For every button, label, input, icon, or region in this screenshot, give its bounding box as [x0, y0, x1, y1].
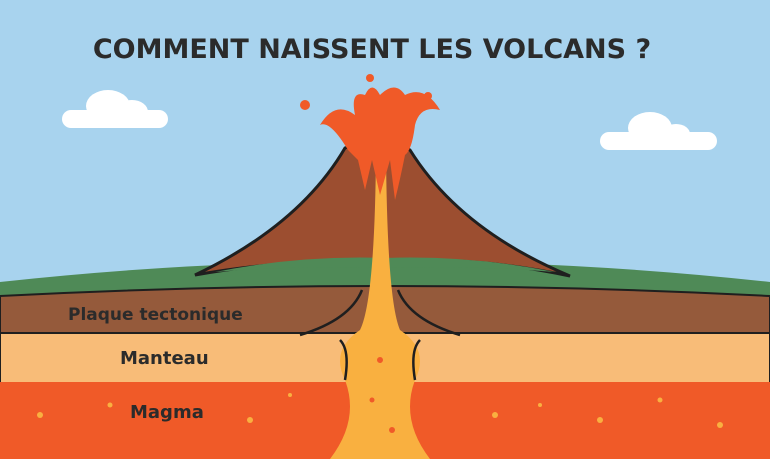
lava-eruption	[300, 74, 440, 200]
label-plate: Plaque tectonique	[68, 305, 243, 325]
cloud-left	[62, 90, 168, 128]
chimney-outline	[299, 289, 461, 381]
page-title: COMMENT NAISSENT LES VOLCANS ?	[93, 34, 651, 65]
label-magma: Magma	[130, 402, 204, 423]
cloud-right	[600, 112, 717, 150]
magma-chimney	[330, 150, 430, 459]
magma-bubbles	[37, 357, 723, 433]
label-mantle: Manteau	[120, 348, 209, 369]
